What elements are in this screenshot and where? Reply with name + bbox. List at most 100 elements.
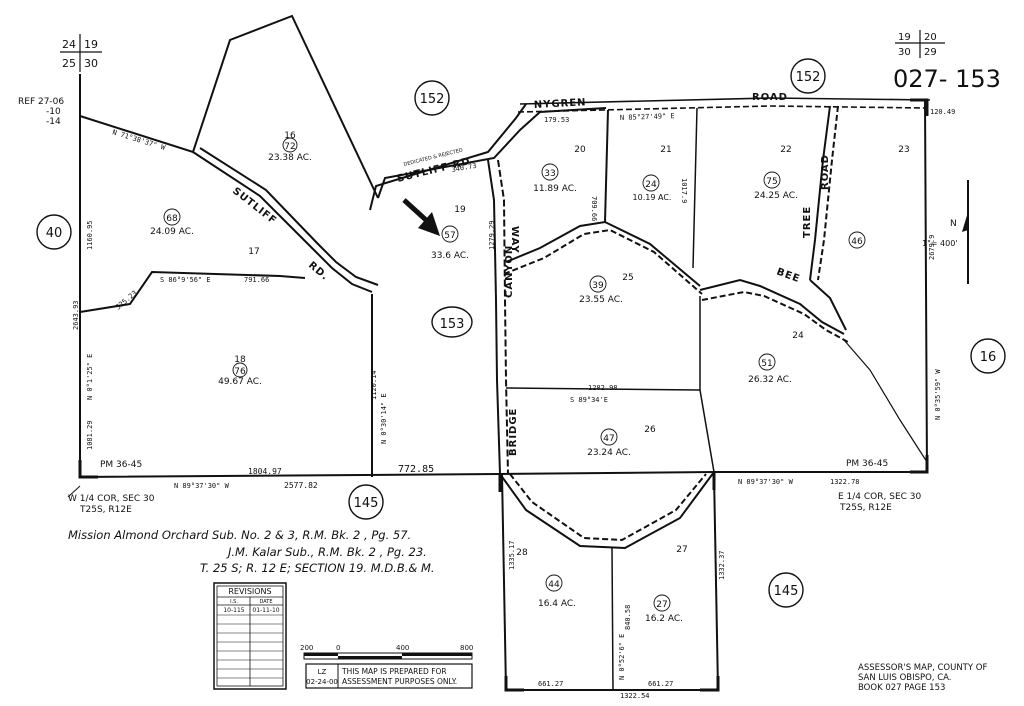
parcel-21: 21 24 10.19 AC. [633,145,672,202]
distance: 709.66 [590,196,598,221]
parcel-number: 51 [761,359,772,369]
revisions-title: REVISIONS [228,587,271,596]
parcel-18: 18 76 49.67 AC. [218,355,262,387]
book-circle-south-a: 145 [348,484,384,520]
corner-brackets [78,98,929,692]
book-circle-east-label: 16 [980,350,997,365]
parcel-acres: 49.67 AC. [218,377,262,387]
nygren-label: NYGREN [534,97,587,111]
north-label: N [950,219,957,229]
revisions-col-is: I.S. [230,599,238,605]
distance: 661.27 [648,680,673,688]
stamp-date: 02-24-00 [306,678,338,686]
road-labels: NYGREN ROAD SUTLIFF RD DEDICATED & REJEC… [230,92,831,456]
corner-nw-br: 30 [84,57,98,70]
corner-west-line2: T25S, R12E [79,505,132,515]
parcel-20: 20 33 11.89 AC. [533,145,586,194]
lot-number: 26 [644,425,656,435]
distance: 1804.97 [248,467,282,476]
corner-ne-tl: 19 [898,32,911,43]
distance: 2679.9 [928,235,936,260]
parcel-17: 68 24.09 AC. 17 [150,208,260,257]
stamp-note-1: THIS MAP IS PREPARED FOR [341,667,447,676]
bearing: N 89°37'30" W [738,478,794,486]
parcel-acres: 16.2 AC. [645,614,683,624]
corner-note-west: W 1/4 COR, SEC 30 T25S, R12E [67,485,155,515]
road-label: ROAD [752,92,788,103]
lot-number: 23 [898,145,909,155]
parcel-number: 76 [234,367,246,377]
parcel-boundaries [79,14,931,691]
parcel-28: 28 44 16.4 AC. [516,548,576,609]
map-number: 027- 153 [893,65,1001,93]
ref-line-2: -10 [46,107,61,117]
parcel-number: 33 [544,169,555,179]
canyon-label: CANYON [504,245,515,298]
parcel-22: 22 75 24.25 AC. [754,145,798,201]
lot-number: 27 [676,545,687,555]
distance: 1332.37 [718,550,726,580]
distance: 120.49 [930,108,955,116]
stamp-note-2: ASSESSMENT PURPOSES ONLY. [342,677,457,686]
pm-east: PM 36-45 [846,459,888,469]
survey-annotations: N 71°38'37" W N 85°27'49" E S 86°9'56" E… [72,108,955,700]
distance: 1017.9 [680,178,688,203]
parcel-acres: 26.32 AC. [748,375,792,385]
footer-line-3: BOOK 027 PAGE 153 [858,683,945,693]
book-circle-north-b-label: 152 [796,70,821,85]
road-vertical-label: ROAD [820,154,831,190]
scale-ratio: 1"= 400' [922,239,957,248]
stamp-initials: LZ [318,668,327,676]
assessment-stamp: LZ 02-24-00 THIS MAP IS PREPARED FOR ASS… [305,663,473,689]
bearing: N 0°30'14" E [380,393,388,444]
parcel-27: 27 27 16.2 AC. [645,545,688,624]
scale-tick-800: 800 [460,644,473,652]
corner-ne-bl: 30 [898,47,911,58]
bearing: N 0°35'59" W [934,369,942,420]
parcel-acres: 33.6 AC. [431,251,469,261]
parcel-acres: 24.09 AC. [150,227,194,237]
book-circle-south-b: 145 [768,572,804,608]
parcel-acres: 10.19 AC. [633,193,672,202]
corner-ne-tr: 20 [924,32,937,43]
scale-tick-400: 400 [396,644,409,652]
corner-west-line1: W 1/4 COR, SEC 30 [68,494,155,504]
bearing: S 86°9'56" E [160,276,211,284]
parcel-acres: 16.4 AC. [538,599,576,609]
lot-number: 28 [516,548,528,558]
parcel-acres: 23.55 AC. [579,295,623,305]
parcel-acres: 23.24 AC. [587,448,631,458]
footer-line-1: ASSESSOR'S MAP, COUNTY OF [858,663,987,673]
book-circle-south-b-label: 145 [774,584,799,599]
parcel-number: 72 [284,142,295,152]
distance: 791.66 [244,276,269,284]
corner-nw-tl: 24 [62,38,76,51]
ref-note: REF 27-06 -10 -14 [18,97,64,127]
lot-number: 17 [248,247,259,257]
parcel-acres: 23.38 AC. [268,153,312,163]
distance: 1279.29 [488,220,496,250]
bearing: N 0°52'6" E [618,634,626,680]
parcel-number: 24 [645,180,657,190]
legend-line-3: T. 25 S; R. 12 E; SECTION 19. M.D.B.& M. [200,561,435,575]
distance: 1120.14 [370,370,378,400]
scale-bar: 200 0 400 800 [300,644,473,660]
distance: 2643.93 [72,300,80,330]
book-circle-west: 40 [36,214,72,250]
parcel-25: 25 39 23.55 AC. [579,273,634,305]
parcel-23: 23 46 [848,145,910,249]
lot-number: 20 [574,145,586,155]
arrow-icon [402,198,440,236]
corner-east-line2: T25S, R12E [839,503,892,513]
corner-nw-tr: 19 [84,38,98,51]
lot-number: 21 [660,145,671,155]
parcel-26: 26 47 23.24 AC. [587,425,656,458]
parcel-number: 27 [656,600,667,610]
distance: 179.53 [544,116,569,124]
legend: Mission Almond Orchard Sub. No. 2 & 3, R… [68,528,435,575]
lot-number: 22 [780,145,791,155]
corner-marker-ne: 19 20 30 29 [895,30,945,58]
lot-number: 16 [284,131,296,141]
distance: 2577.82 [284,481,318,490]
